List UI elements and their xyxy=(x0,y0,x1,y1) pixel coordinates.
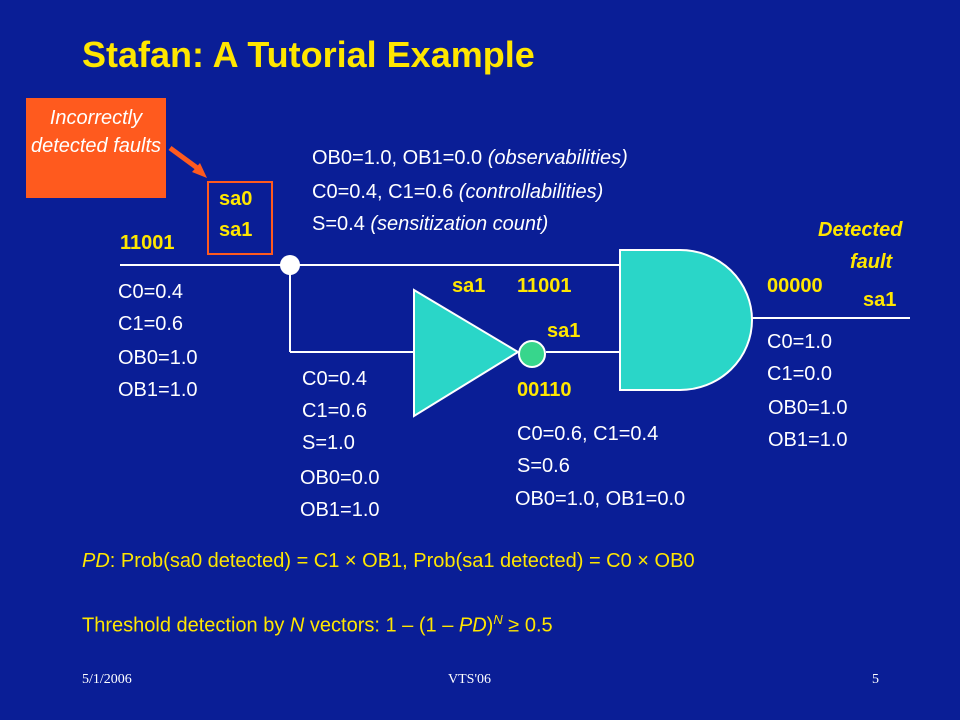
callout-arrowhead xyxy=(192,163,207,178)
branch-ob0: OB0=0.0 xyxy=(300,467,380,489)
threshold-part4: ≥ 0.5 xyxy=(502,614,553,637)
pd-symbol: PD xyxy=(82,550,110,572)
branch-s: S=1.0 xyxy=(302,432,355,454)
and-input-vector: 11001 xyxy=(517,275,572,297)
inverter-out-vector: 00110 xyxy=(517,379,572,401)
top-s-note: (sensitization count) xyxy=(370,213,549,235)
input-vector: 11001 xyxy=(120,232,175,254)
output-ob0: OB0=1.0 xyxy=(768,397,848,419)
top-ob-values: OB0=1.0, OB1=0.0 xyxy=(312,147,488,169)
branch-ob1: OB1=1.0 xyxy=(300,499,380,521)
pd-formula-text: : Prob(sa0 detected) = C1 × OB1, Prob(sa… xyxy=(109,550,695,572)
fault-label: fault xyxy=(850,251,893,273)
output-vector: 00000 xyxy=(767,275,823,297)
inverter-gate xyxy=(413,288,520,418)
output-c1: C1=0.0 xyxy=(767,363,833,385)
threshold-formula: Threshold detection by N vectors: 1 – (1… xyxy=(82,608,553,638)
and-input-fault: sa1 xyxy=(452,275,486,297)
inverter-c-values: C0=0.6, C1=0.4 xyxy=(517,423,659,445)
threshold-n: N xyxy=(289,614,305,637)
inverter-bubble xyxy=(518,340,546,368)
stem-fault-sa1: sa1 xyxy=(219,219,253,241)
top-s-value: S=0.4 xyxy=(312,213,371,235)
detected-label: Detected xyxy=(818,219,903,241)
stem-node xyxy=(280,255,300,275)
threshold-part2: vectors: 1 – (1 – xyxy=(304,614,459,637)
branch-c1: C1=0.6 xyxy=(302,400,368,422)
top-observabilities: OB0=1.0, OB1=0.0 (observabilities) xyxy=(312,146,628,170)
inverter-ob-values: OB0=1.0, OB1=0.0 xyxy=(515,488,686,510)
input-c1: C1=0.6 xyxy=(118,313,184,335)
threshold-part1: Threshold detection by xyxy=(82,614,290,637)
footer-date: 5/1/2006 xyxy=(82,672,132,687)
top-ob-note: (observabilities) xyxy=(487,147,628,169)
output-c0: C0=1.0 xyxy=(767,331,833,353)
input-c0: C0=0.4 xyxy=(118,281,184,303)
footer-page: 5 xyxy=(872,672,879,687)
stem-fault-box xyxy=(207,181,273,255)
top-controllabilities: C0=0.4, C1=0.6 (controllabilities) xyxy=(312,180,603,204)
threshold-part3: ) xyxy=(486,614,494,637)
and-gate xyxy=(619,249,753,391)
callout-arrow xyxy=(168,145,202,173)
input-ob1: OB1=1.0 xyxy=(118,379,198,401)
input-ob0: OB0=1.0 xyxy=(118,347,198,369)
incorrect-faults-callout: Incorrectly detected faults xyxy=(26,98,166,198)
output-ob1: OB1=1.0 xyxy=(768,429,848,451)
slide-title: Stafan: A Tutorial Example xyxy=(82,34,535,75)
branch-c0: C0=0.4 xyxy=(302,368,368,390)
top-sensitization: S=0.4 (sensitization count) xyxy=(312,212,548,236)
footer-venue: VTS'06 xyxy=(448,672,491,687)
top-c-values: C0=0.4, C1=0.6 xyxy=(312,181,459,203)
threshold-exponent: N xyxy=(493,612,503,627)
inverter-s-value: S=0.6 xyxy=(517,455,570,477)
top-c-note: (controllabilities) xyxy=(458,181,604,203)
stem-fault-sa0: sa0 xyxy=(219,188,253,210)
inverter-out-fault: sa1 xyxy=(547,320,581,342)
pd-formula: PD: Prob(sa0 detected) = C1 × OB1, Prob(… xyxy=(82,549,695,573)
threshold-pd: PD xyxy=(458,614,487,637)
output-fault: sa1 xyxy=(863,289,897,311)
